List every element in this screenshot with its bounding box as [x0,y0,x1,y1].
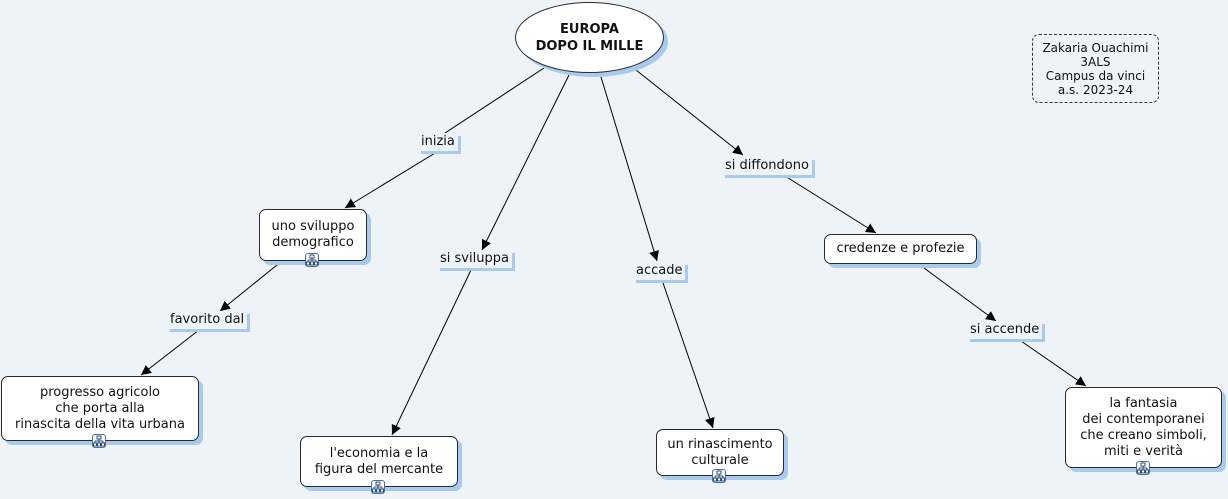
author-note-text: Zakaria Ouachimi 3ALS Campus da vinci a.… [1042,40,1149,97]
author-note: Zakaria Ouachimi 3ALS Campus da vinci a.… [1032,34,1159,103]
concept-label: la fantasia dei contemporanei che creano… [1080,395,1207,459]
root-concept-europa[interactable]: EUROPA DOPO IL MILLE [515,2,664,73]
concept-economia-mercante[interactable]: l'economia e la figura del mercante [300,436,458,487]
phrase-accade[interactable]: accade [633,262,686,280]
submap-icon[interactable] [371,480,385,494]
phrase-inizia[interactable]: inizia [418,133,458,151]
phrase-favorito-dal[interactable]: favorito dal [167,311,248,329]
submap-icon[interactable] [712,469,726,483]
phrase-si-sviluppa[interactable]: si sviluppa [437,250,512,268]
concept-rinascimento-culturale[interactable]: un rinascimento culturale [656,429,784,476]
concept-label: l'economia e la figura del mercante [314,445,444,477]
link-si-diffondono-credenze [784,175,877,234]
concept-sviluppo-demografico[interactable]: uno sviluppo demografico [259,209,367,261]
concept-credenze-profezie[interactable]: credenze e profezie [824,234,977,264]
link-root-si-diffondono [635,69,744,156]
link-favorito-progresso [140,329,200,376]
phrase-si-diffondono[interactable]: si diffondono [722,157,812,175]
link-si-sviluppa-economia [391,269,472,436]
link-sviluppo-favorito [219,264,278,312]
link-root-inizia [444,67,545,134]
link-root-accade [600,76,659,262]
link-inizia-sviluppo [344,149,441,209]
concept-label: uno sviluppo demografico [271,219,355,250]
concept-label: credenze e profezie [836,241,965,256]
concept-label: progresso agricolo che porta alla rinasc… [15,384,185,432]
root-concept-label: EUROPA DOPO IL MILLE [535,21,644,54]
concept-label: un rinascimento culturale [667,436,773,468]
concept-progresso-agricolo[interactable]: progresso agricolo che porta alla rinasc… [1,376,199,441]
link-root-si-sviluppa [481,74,570,251]
link-credenze-si-accende [923,267,997,322]
concept-fantasia-contemporanei[interactable]: la fantasia dei contemporanei che creano… [1065,387,1222,468]
link-accade-rinascimento [661,279,715,429]
link-si-accende-fantasia [1020,340,1087,387]
submap-icon[interactable] [1136,461,1150,475]
phrase-si-accende[interactable]: si accende [967,321,1043,339]
submap-icon[interactable] [305,253,319,267]
submap-icon[interactable] [92,434,106,448]
